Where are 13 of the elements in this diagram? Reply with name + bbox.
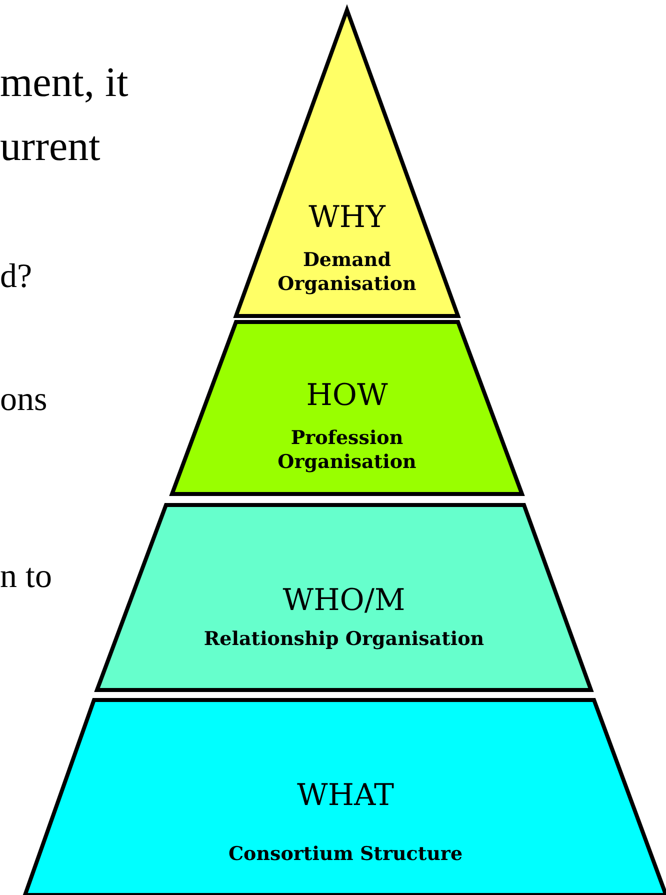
tier-subtitle: Consortium Structure [227, 842, 464, 866]
tier-subtitle: Profession Organisation [276, 426, 418, 474]
cropped-text: ment, it [0, 62, 128, 104]
cropped-text: ons [0, 383, 48, 417]
tier-heading: WHY [308, 200, 387, 235]
tier-heading: WHO/M [282, 583, 406, 618]
tier-subtitle: Relationship Organisation [202, 627, 486, 651]
tier-subtitle: Demand Organisation [276, 248, 418, 296]
cropped-text: d? [0, 260, 32, 294]
cropped-text: urrent [0, 126, 100, 168]
tier-heading: HOW [305, 378, 389, 413]
cropped-text: n to [0, 560, 52, 594]
tier-heading: WHAT [296, 778, 396, 813]
